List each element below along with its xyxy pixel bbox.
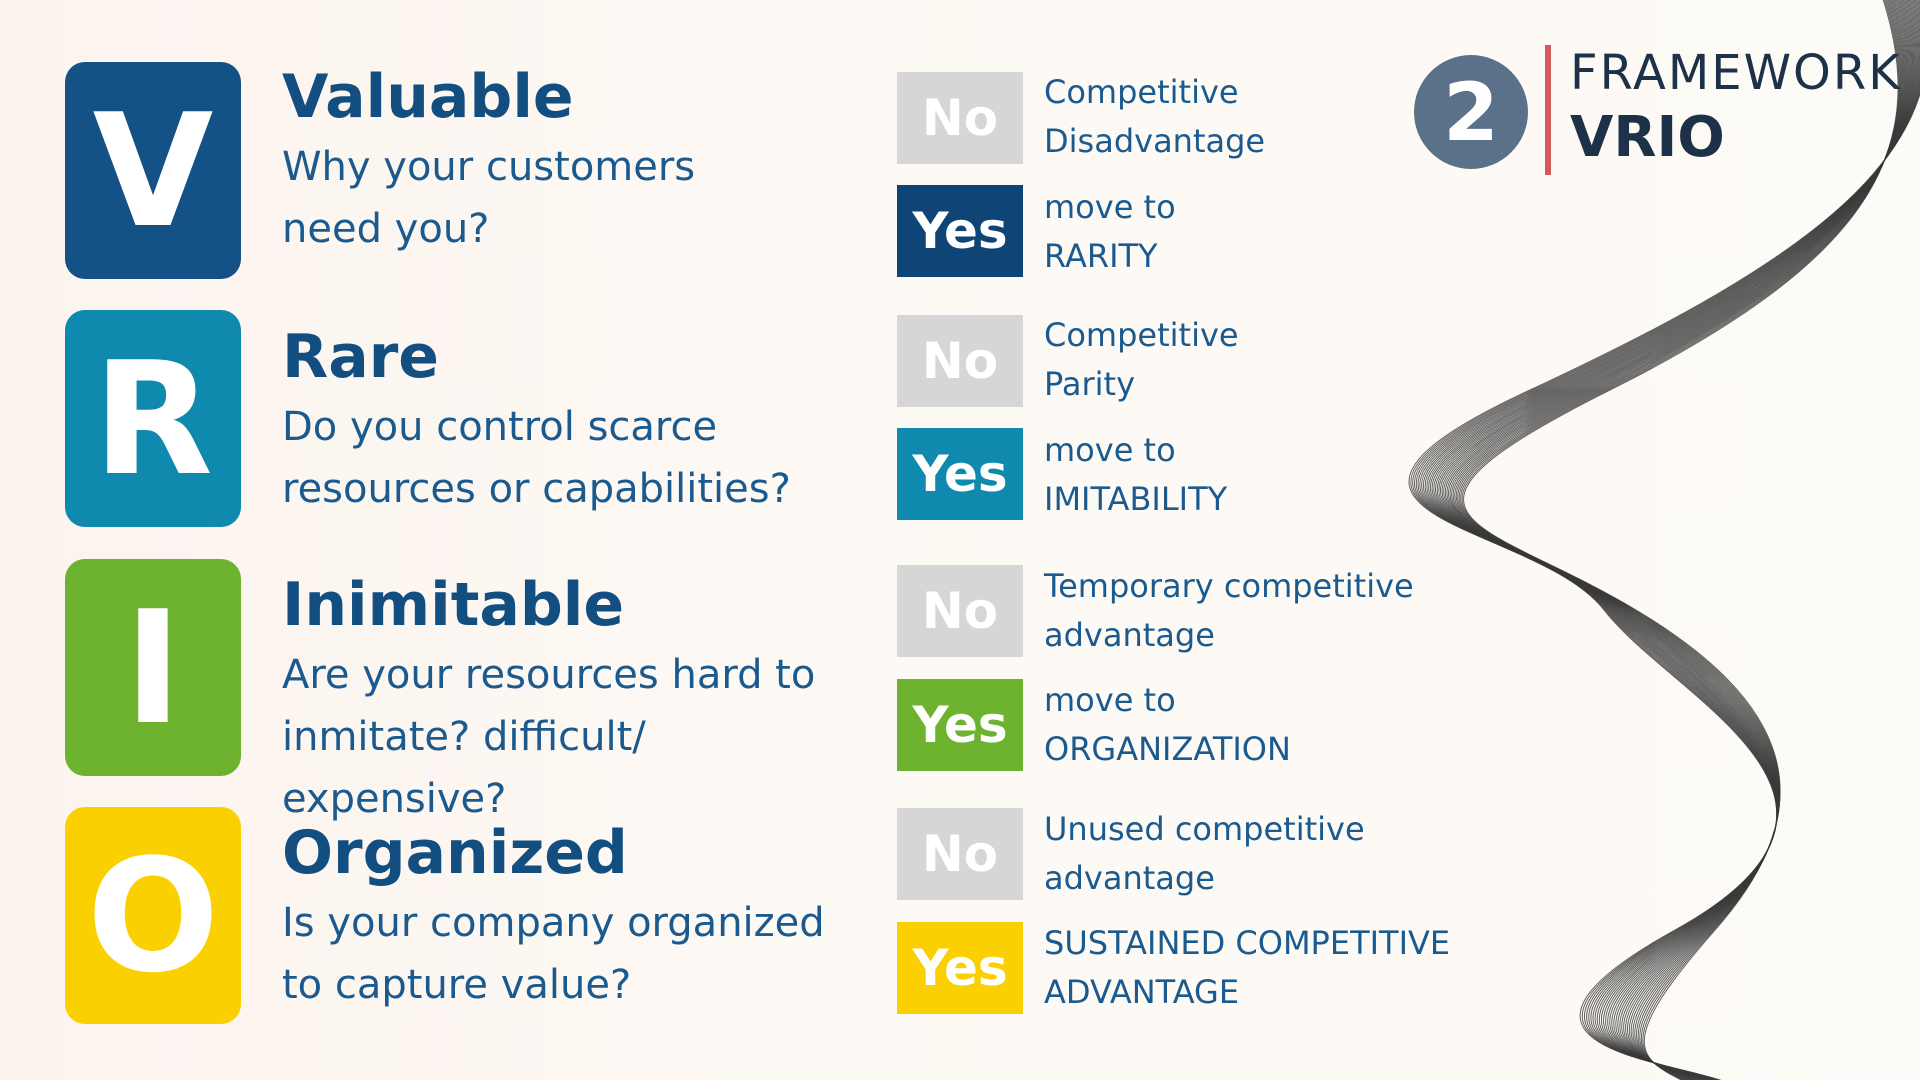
question-line: Are your resources hard to [282,652,816,698]
no-box-rare: No [897,315,1023,407]
outcome-line: Unused competitive [1044,810,1365,848]
question-line: resources or capabilities? [282,466,791,512]
outcome-line: Disadvantage [1044,122,1266,160]
outcome-line: SUSTAINED COMPETITIVE [1044,924,1451,962]
question-line: inmitate? difficult/ expensive? [282,714,646,822]
question-line: Do you control scarce [282,404,718,450]
tile-rare: R [65,310,241,527]
tile-inimitable: I [65,559,241,776]
row-organized-text: Organized Is your company organized to ca… [282,818,882,1016]
wave-line [1415,0,1920,1080]
tile-organized: O [65,807,241,1024]
title-inimitable: Inimitable [282,570,625,640]
row-inimitable-text: Inimitable Are your resources hard to inm… [282,570,882,830]
question-organized: Is your company organized to capture valu… [282,892,882,1016]
framework-label: FRAMEWORK [1570,45,1902,101]
question-valuable: Why your customers need you? [282,136,882,260]
question-rare: Do you control scarce resources or capabi… [282,396,882,520]
wave-line [1417,0,1920,1080]
yes-text-inimitable: move to ORGANIZATION [1044,676,1464,774]
outcome-line: Parity [1044,365,1135,403]
outcome-line: IMITABILITY [1044,480,1228,518]
outcome-line: Competitive [1044,73,1239,111]
wave-line [1408,92,1920,1080]
letter-v: V [92,79,214,262]
question-line: Is your company organized [282,900,825,946]
no-box-valuable: No [897,72,1023,164]
yes-text-organized: SUSTAINED COMPETITIVE ADVANTAGE [1044,919,1464,1017]
outcome-line: ORGANIZATION [1044,730,1291,768]
yes-text-rare: move to IMITABILITY [1044,426,1464,524]
row-valuable-text: Valuable Why your customers need you? [282,62,882,260]
question-inimitable: Are your resources hard to inmitate? diff… [282,644,882,830]
step-number-badge: 2 [1414,55,1528,169]
wave-line [1414,0,1920,1080]
yes-text-valuable: move to RARITY [1044,183,1464,281]
outcome-line: Competitive [1044,316,1239,354]
no-box-inimitable: No [897,565,1023,657]
yes-box-organized: Yes [897,922,1023,1014]
question-line: Why your customers [282,144,696,190]
outcome-line: RARITY [1044,237,1158,275]
wave-line [1412,0,1920,1080]
yes-box-valuable: Yes [897,185,1023,277]
framework-name: VRIO [1570,105,1725,170]
letter-o: O [86,824,220,1007]
no-text-inimitable: Temporary competitive advantage [1044,562,1464,660]
no-text-organized: Unused competitive advantage [1044,805,1464,903]
outcome-line: move to [1044,681,1176,719]
title-valuable: Valuable [282,62,574,132]
letter-i: I [123,576,183,759]
outcome-line: move to [1044,431,1176,469]
outcome-line: ADVANTAGE [1044,973,1240,1011]
title-organized: Organized [282,818,628,888]
question-line: need you? [282,206,490,252]
row-rare-text: Rare Do you control scarce resources or c… [282,322,882,520]
question-line: to capture value? [282,962,632,1008]
outcome-line: move to [1044,188,1176,226]
yes-box-inimitable: Yes [897,679,1023,771]
no-box-organized: No [897,808,1023,900]
step-number: 2 [1443,65,1499,159]
outcome-line: advantage [1044,859,1215,897]
title-rare: Rare [282,322,439,392]
tile-valuable: V [65,62,241,279]
yes-box-rare: Yes [897,428,1023,520]
outcome-line: advantage [1044,616,1215,654]
letter-r: R [92,327,214,510]
outcome-line: Temporary competitive [1044,567,1414,605]
header-divider [1545,45,1551,175]
